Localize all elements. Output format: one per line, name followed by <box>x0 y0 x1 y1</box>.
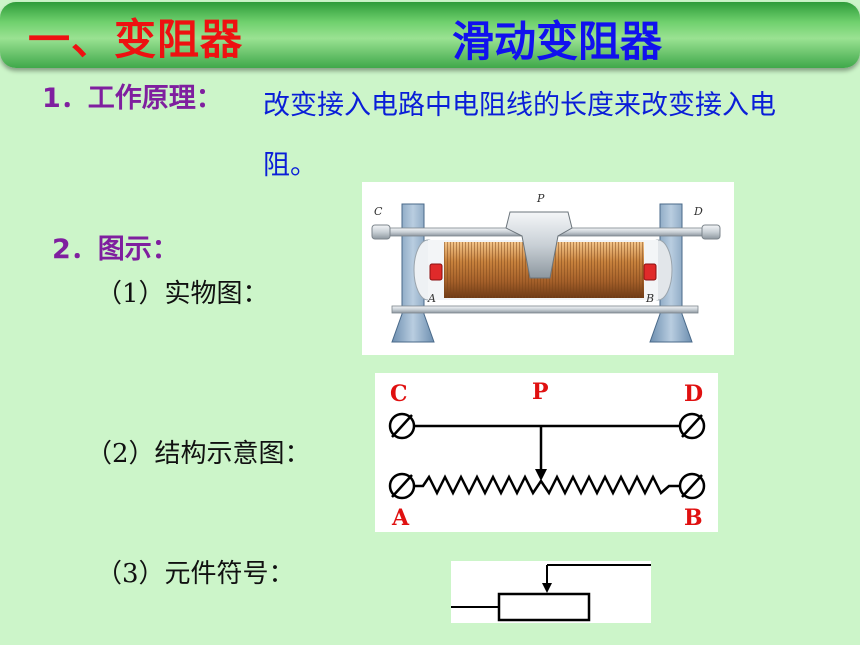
photo-label-b: B <box>645 292 654 305</box>
item-structure-label: （2）结构示意图： <box>86 439 311 469</box>
topic-title: 滑动变阻器 <box>452 17 663 66</box>
principle-label: 1．工作原理： <box>42 83 223 114</box>
photo-label-a: A <box>427 292 436 305</box>
diagram-section-label: 2．图示： <box>52 234 179 265</box>
schematic-label-d: D <box>684 381 703 407</box>
photo-label-d: D <box>693 205 703 218</box>
title-bar: 一、变阻器 滑动变阻器 <box>0 2 860 68</box>
schematic-label-c: C <box>390 381 408 407</box>
principle-text: 改变接入电路中电阻线的长度来改变接入电阻。 <box>263 90 776 181</box>
schematic-label-b: B <box>684 505 703 531</box>
section-title: 一、变阻器 <box>28 15 244 64</box>
terminal-d <box>678 412 706 440</box>
rheostat-photo: C P D A B <box>362 182 734 355</box>
terminal-b <box>678 472 706 500</box>
schematic-drawing: C P D A B <box>388 379 706 531</box>
schematic-label-p: P <box>532 379 549 405</box>
item-photo-label: （1）实物图： <box>96 279 269 309</box>
item-symbol-label: （3）元件符号： <box>96 559 295 589</box>
photo-label-p: P <box>536 192 545 205</box>
rheostat-illustration: C P D A B <box>371 192 721 343</box>
terminal-c <box>388 412 416 440</box>
structure-schematic: C P D A B <box>375 373 718 532</box>
schematic-label-a: A <box>391 505 410 531</box>
photo-label-c: C <box>374 205 383 218</box>
symbol-drawing <box>451 564 651 622</box>
terminal-a <box>388 472 416 500</box>
rheostat-symbol <box>451 561 651 623</box>
